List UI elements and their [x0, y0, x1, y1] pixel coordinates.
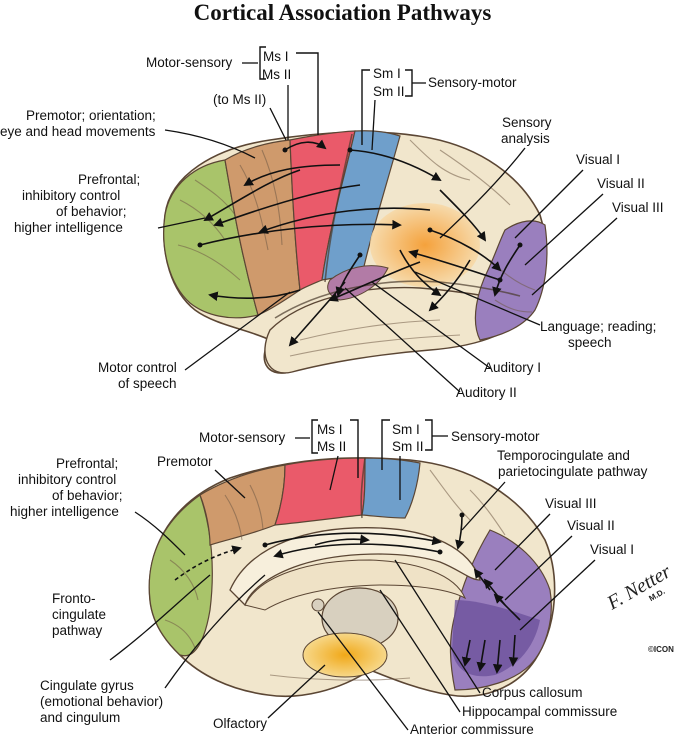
label-sm-ii-medial: Sm II [392, 439, 424, 454]
label-sensory-motor-medial: Sensory-motor [451, 429, 540, 444]
label-prefrontal-medial-line4: higher intelligence [10, 504, 119, 519]
label-sensory-analysis-line2: analysis [501, 131, 550, 146]
medial-motor-region [274, 457, 366, 526]
lateral-labels: Motor-sensory Ms I Ms II (to Ms II) Sm I… [0, 46, 664, 400]
label-cingulate-line3: and cingulum [40, 710, 120, 725]
label-temporocingulate-line1: Temporocingulate and [497, 448, 630, 463]
lateral-brain [163, 130, 548, 374]
label-fronto-line3: pathway [52, 623, 103, 638]
medial-sensory-region [361, 457, 421, 519]
label-prefrontal-line3: of behavior; [56, 204, 127, 219]
label-ms-i-medial: Ms I [317, 422, 343, 437]
label-visual-i-lateral: Visual I [576, 152, 620, 167]
signature-name: F. Netter [603, 560, 675, 614]
label-hippocampal-commissure: Hippocampal commissure [462, 704, 617, 719]
label-auditory-ii: Auditory II [456, 385, 517, 400]
label-olfactory: Olfactory [213, 716, 267, 731]
label-motor-control-line2: of speech [118, 376, 177, 391]
label-anterior-commissure: Anterior commissure [410, 722, 534, 736]
medial-corpus-callosum [229, 527, 481, 607]
label-cingulate-line2: (emotional behavior) [40, 694, 163, 709]
lateral-visual-region [474, 220, 548, 341]
label-corpus-callosum: Corpus callosum [482, 685, 583, 700]
label-sm-i: Sm I [373, 66, 401, 81]
label-visual-ii-medial: Visual II [567, 518, 615, 533]
label-to-ms-ii: (to Ms II) [213, 92, 266, 107]
label-sensory-motor: Sensory-motor [428, 75, 517, 90]
label-language-line2: speech [568, 335, 612, 350]
label-visual-iii-medial: Visual III [545, 496, 597, 511]
label-visual-iii-lateral: Visual III [612, 200, 664, 215]
label-prefrontal-line4: higher intelligence [14, 220, 123, 235]
label-auditory-i: Auditory I [484, 360, 541, 375]
label-cingulate-line1: Cingulate gyrus [40, 678, 134, 693]
label-language-line1: Language; reading; [540, 319, 656, 334]
label-visual-ii-lateral: Visual II [597, 176, 645, 191]
medial-cingulate-inner [244, 559, 467, 611]
artist-signature: F. Netter M.D. [603, 560, 675, 614]
label-prefrontal-medial-line1: Prefrontal; [56, 456, 118, 471]
label-temporocingulate-line2: parietocingulate pathway [498, 464, 648, 479]
label-visual-i-medial: Visual I [590, 542, 634, 557]
label-prefrontal-line2: inhibitory control [22, 188, 120, 203]
label-sm-ii: Sm II [373, 84, 405, 99]
label-prefrontal-line1: Prefrontal; [78, 172, 140, 187]
label-ms-ii: Ms II [262, 67, 291, 82]
medial-olfactory-region [302, 632, 388, 678]
label-sm-i-medial: Sm I [392, 422, 420, 437]
signature-mark: ©ICON [648, 645, 674, 654]
medial-association-pathways [174, 512, 521, 674]
label-premotor-medial: Premotor [157, 454, 213, 469]
label-prefrontal-medial-line2: inhibitory control [18, 472, 116, 487]
label-prefrontal-medial-line3: of behavior; [52, 488, 123, 503]
label-fronto-line2: cingulate [52, 607, 106, 622]
label-premotor-line1: Premotor; orientation; [26, 108, 156, 123]
label-motor-sensory-medial: Motor-sensory [199, 430, 286, 445]
label-ms-ii-medial: Ms II [317, 439, 346, 454]
label-premotor-line2: eye and head movements [0, 124, 156, 139]
label-ms-i: Ms I [263, 49, 289, 64]
label-motor-control-line1: Motor control [98, 360, 177, 375]
lateral-association-pathways [197, 139, 523, 347]
label-sensory-analysis-line1: Sensory [502, 115, 552, 130]
medial-labels: Motor-sensory Ms I Ms II Sm I Sm II Sens… [10, 419, 648, 736]
medial-anterior-commissure [311, 598, 325, 612]
label-motor-sensory: Motor-sensory [146, 55, 233, 70]
label-fronto-line1: Fronto- [52, 591, 96, 606]
page-title: Cortical Association Pathways [193, 0, 492, 25]
